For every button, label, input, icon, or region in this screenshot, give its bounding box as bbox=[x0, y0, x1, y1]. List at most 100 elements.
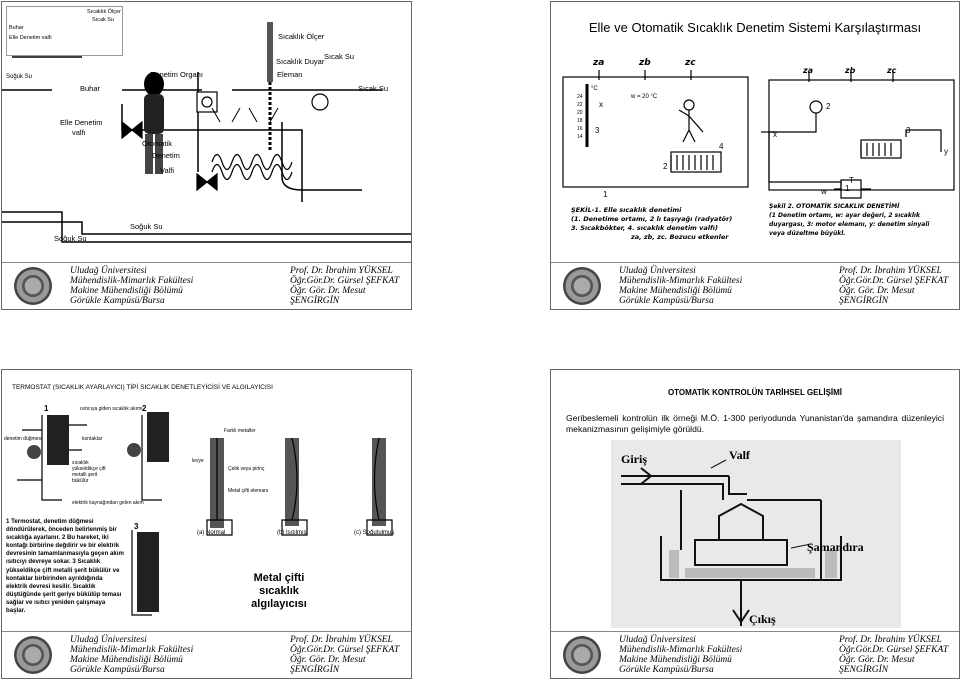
slide-comparison: Elle ve Otomatik Sıcaklık Denetim Sistem… bbox=[550, 1, 960, 310]
footer-line: Makine Mühendisliği Bölümü bbox=[619, 286, 732, 296]
scale-tick: 16 bbox=[577, 126, 583, 132]
footer-author: Prof. Dr. İbrahim YÜKSEL bbox=[290, 635, 393, 645]
caption-normal: (a) Normal bbox=[197, 530, 226, 536]
footer-author: Öğr.Gör.Dr. Gürsel ŞEFKAT bbox=[839, 645, 949, 655]
right-num-3: 3 bbox=[906, 126, 911, 135]
thermostat-diagrams bbox=[17, 412, 393, 616]
scale-tick: 18 bbox=[577, 118, 583, 124]
footer-line: Uludağ Üniversitesi bbox=[619, 266, 696, 276]
footer-line: Uludağ Üniversitesi bbox=[619, 635, 696, 645]
right-T: T bbox=[849, 176, 854, 185]
label-dial: denetim düğmesi bbox=[4, 436, 43, 442]
label-soguk-su: Soğuk Su bbox=[130, 222, 163, 231]
scale-unit: °C bbox=[591, 86, 598, 92]
left-num-4: 4 bbox=[719, 142, 724, 151]
caption-line: Şekil 2. OTOMATİK SICAKLIK DENETİMİ bbox=[769, 203, 900, 210]
caption-line: duyargası, 3: motor elemanı, y: denetim … bbox=[769, 221, 930, 228]
footer-author: Öğr.Gör.Dr. Gürsel ŞEFKAT bbox=[839, 276, 949, 286]
left-z-c: zc bbox=[685, 58, 696, 68]
footer-author: Prof. Dr. İbrahim YÜKSEL bbox=[290, 266, 393, 276]
caption-line: (1. Denetime ortamı, 2 lı taşıyağı (rady… bbox=[571, 215, 733, 223]
label-heater-flow: ısıtıcıya giden sıcaklık akımı bbox=[80, 406, 143, 412]
scale-tick: 24 bbox=[577, 94, 583, 100]
right-num-2: 2 bbox=[826, 102, 831, 111]
footer-authors: Prof. Dr. İbrahim YÜKSEL Öğr.Gör.Dr. Gür… bbox=[839, 635, 959, 675]
footer-line: Görükle Kampüsü/Bursa bbox=[619, 296, 714, 306]
slide-history: OTOMATİK KONTROLÜN TARİHSEL GELİŞİMİ Ger… bbox=[550, 369, 960, 679]
university-seal-icon bbox=[563, 267, 601, 305]
slide-title: OTOMATİK KONTROLÜN TARİHSEL GELİŞİMİ bbox=[667, 388, 843, 397]
footer-line: Uludağ Üniversitesi bbox=[70, 266, 147, 276]
setpoint-w: w = 20 °C bbox=[631, 94, 658, 100]
label-valf: Valf bbox=[729, 448, 750, 462]
footer-line: Görükle Kampüsü/Bursa bbox=[70, 296, 165, 306]
left-z-b: zb bbox=[639, 58, 651, 68]
footer-line: Görükle Kampüsü/Bursa bbox=[619, 665, 714, 675]
caption-line: za, zb, zc. Bozucu etkenler bbox=[631, 233, 729, 241]
label-buhar: Buhar bbox=[80, 84, 101, 93]
right-y: y bbox=[944, 147, 948, 156]
inset-label-buhar: Buhar bbox=[9, 25, 24, 31]
label-different-metals: Farklı metaller bbox=[224, 428, 256, 434]
right-w: w bbox=[821, 187, 827, 196]
slide-footer: Uludağ Üniversitesi Mühendislik-Mimarlık… bbox=[2, 262, 411, 309]
label-source: elektrik kaynağından gelen akım bbox=[72, 500, 144, 506]
right-z-b: zb bbox=[845, 66, 856, 75]
label-sicaklik-olcer: Sıcaklık Ölçer bbox=[278, 32, 325, 41]
slide-footer: Uludağ Üniversitesi Mühendislik-Mimarlık… bbox=[2, 631, 411, 678]
right-z-c: zc bbox=[887, 66, 897, 75]
footer-line: Makine Mühendisliği Bölümü bbox=[70, 655, 183, 665]
label-valfi: Valfi bbox=[160, 166, 175, 175]
left-num-3: 3 bbox=[595, 126, 600, 135]
caption-cooled: (c) Soğutulmuş bbox=[354, 530, 395, 536]
label-samandira: Şamandıra bbox=[807, 540, 864, 554]
label-denetim: Denetim bbox=[152, 151, 180, 160]
footer-authors: Prof. Dr. İbrahim YÜKSEL Öğr.Gör.Dr. Gür… bbox=[290, 266, 411, 306]
right-caption: Şekil 2. OTOMATİK SICAKLIK DENETİMİ (1 D… bbox=[769, 202, 929, 238]
label-steel: Çelik veya pirinç bbox=[228, 466, 265, 472]
heating-system-diagram bbox=[2, 22, 411, 243]
left-caption: ŞEKİL-1. Elle sıcaklık denetimi (1. Dene… bbox=[571, 206, 732, 242]
label-lever: levye bbox=[192, 458, 204, 464]
university-seal-icon bbox=[14, 267, 52, 305]
label-sicaklik-duyar: Sıcaklık Duyar bbox=[276, 57, 325, 66]
footer-line: Mühendislik-Mimarlık Fakültesi bbox=[70, 645, 194, 655]
footer-line: Mühendislik-Mimarlık Fakültesi bbox=[619, 645, 743, 655]
label-otomatik: Otomatik bbox=[142, 139, 173, 148]
footer-author: Öğr.Gör.Dr. Gürsel ŞEFKAT bbox=[290, 276, 400, 286]
right-z-a: za bbox=[803, 66, 814, 75]
label-cikis: Çıkış bbox=[749, 612, 776, 626]
slide-thermostat: TERMOSTAT (SICAKLIK AYARLAYICI) TİPİ SIC… bbox=[1, 369, 412, 679]
caption-line: 3. Sıcakbökter, 4. sıcaklık denetim valf… bbox=[571, 224, 718, 232]
label-contacts: kontaklar bbox=[82, 436, 103, 442]
label-denetim-organi: Denetim Organı bbox=[150, 70, 203, 79]
slide-footer: Uludağ Üniversitesi Mühendislik-Mimarlık… bbox=[551, 262, 959, 309]
caption-line: ŞEKİL-1. Elle sıcaklık denetimi bbox=[571, 206, 682, 214]
caption-line: veya düzeltme büyükl. bbox=[769, 230, 846, 237]
right-x: x bbox=[773, 130, 777, 139]
label-sicak-su: Sıcak Su bbox=[358, 84, 389, 93]
slide-title: TERMOSTAT (SICAKLIK AYARLAYICI) TİPİ SIC… bbox=[12, 384, 273, 391]
footer-university: Uludağ Üniversitesi Mühendislik-Mimarlık… bbox=[70, 266, 193, 306]
footer-author: Öğr. Gör. Dr. Mesut ŞENGİRGİN bbox=[290, 286, 366, 306]
scale-tick: 20 bbox=[577, 110, 583, 116]
label-sicak-su-top: Sıcak Su bbox=[324, 52, 355, 61]
footer-line: Makine Mühendisliği Bölümü bbox=[619, 655, 732, 665]
fig-number-3: 3 bbox=[134, 522, 139, 531]
fig-number-2: 2 bbox=[142, 404, 147, 413]
thermostat-paragraph: 1 Termostat, denetim düğmesi döndürülere… bbox=[6, 518, 124, 615]
label-valfi-left: valfı bbox=[72, 128, 86, 137]
inset-label-sicaklik-olcer: Sıcaklık Ölçer bbox=[87, 9, 121, 15]
footer-authors: Prof. Dr. İbrahim YÜKSEL Öğr.Gör.Dr. Gür… bbox=[839, 266, 959, 306]
university-seal-icon bbox=[14, 636, 52, 674]
label-bimetal-element: Metal çifti elemanı bbox=[228, 488, 269, 494]
footer-university: Uludağ Üniversitesi Mühendislik-Mimarlık… bbox=[70, 635, 193, 675]
comparison-diagrams bbox=[562, 70, 955, 199]
scale-tick: 22 bbox=[577, 102, 583, 108]
footer-line: Mühendislik-Mimarlık Fakültesi bbox=[619, 276, 743, 286]
caption-heated: (b) Isıtılmış bbox=[277, 530, 307, 536]
slide-footer: Uludağ Üniversitesi Mühendislik-Mimarlık… bbox=[551, 631, 959, 678]
slide-manual-automatic-diagram: Buhar Elle Denetim valfı Sıcaklık Ölçer … bbox=[1, 1, 412, 310]
university-seal-icon bbox=[563, 636, 601, 674]
footer-author: Öğr. Gör. Dr. Mesut ŞENGİRGİN bbox=[839, 655, 915, 675]
